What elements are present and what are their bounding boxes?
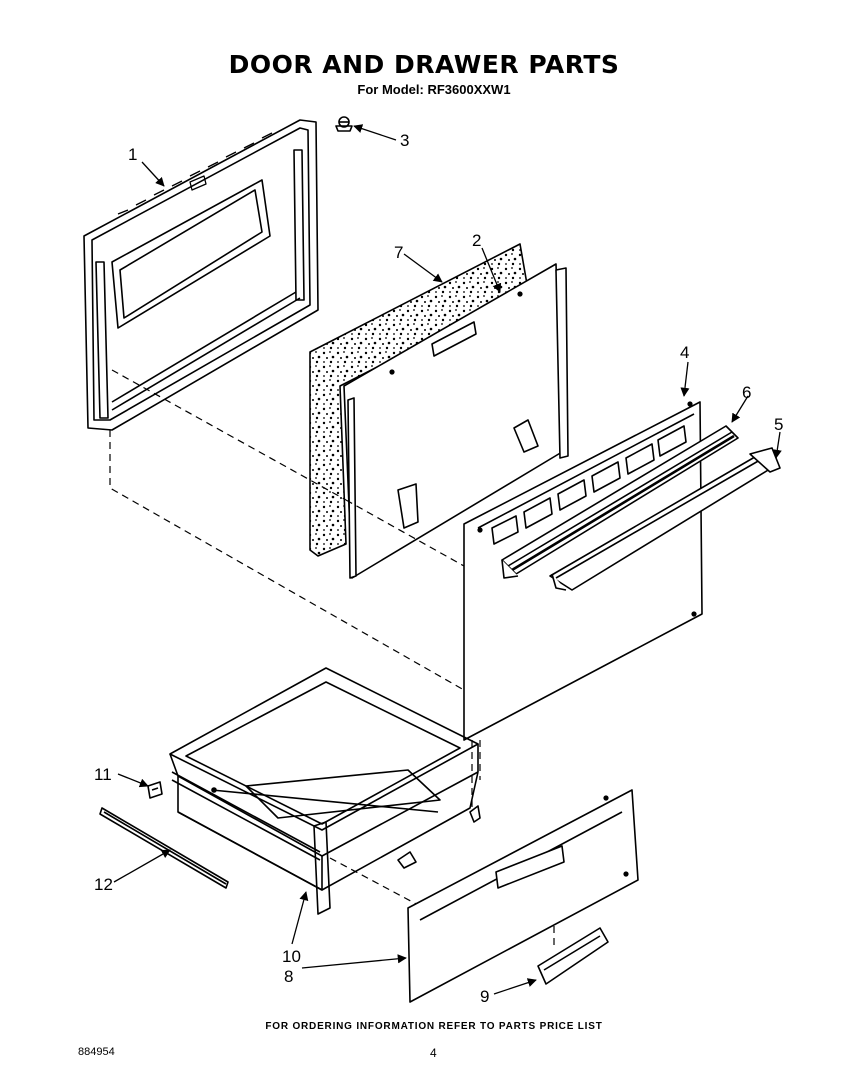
drawer-slide-rail — [99, 807, 229, 889]
callout-6: 6 — [742, 383, 751, 402]
drawer-handle — [537, 927, 609, 985]
document-code: 884954 — [78, 1046, 115, 1058]
page-number: 4 — [430, 1046, 437, 1060]
insulation-panel — [309, 243, 529, 557]
callout-11: 11 — [94, 765, 112, 784]
leader-arrows — [113, 124, 782, 995]
alignment-lines-upper — [109, 369, 465, 691]
callout-10: 10 — [282, 947, 301, 966]
trim-strip — [501, 425, 739, 579]
door-handle — [549, 447, 781, 591]
callout-9: 9 — [480, 987, 489, 1006]
callout-4: 4 — [680, 343, 689, 362]
callout-2: 2 — [472, 231, 481, 250]
model-line: For Model: RF3600XXW1 — [357, 82, 511, 97]
drawer-front-panel — [407, 789, 639, 1003]
drawer-body — [169, 667, 481, 915]
callout-labels: 1 3 7 2 4 6 5 11 12 10 8 9 — [94, 131, 783, 1006]
oven-door-frame — [83, 119, 319, 431]
page-title: DOOR AND DRAWER PARTS — [228, 50, 620, 79]
screw-part-3 — [335, 116, 353, 132]
callout-5: 5 — [774, 415, 783, 434]
callout-12: 12 — [94, 875, 113, 894]
inner-door-panel — [343, 263, 569, 579]
callout-3: 3 — [400, 131, 409, 150]
callout-8: 8 — [284, 967, 293, 986]
callout-7: 7 — [394, 243, 403, 262]
ordering-note: FOR ORDERING INFORMATION REFER TO PARTS … — [265, 1021, 603, 1032]
drawer-clip — [147, 781, 163, 799]
callout-1: 1 — [128, 145, 137, 164]
